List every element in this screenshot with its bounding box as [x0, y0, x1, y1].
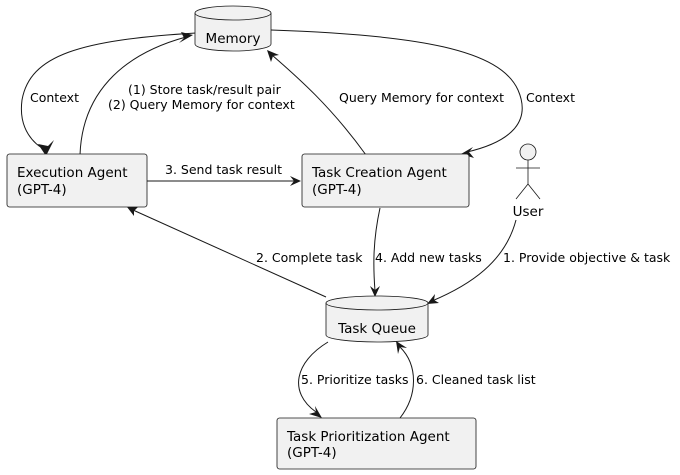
arrowhead-creation-top-right — [461, 147, 474, 158]
edge-label-memory-to-creation: Context — [526, 90, 575, 105]
user-actor-head — [519, 143, 537, 161]
execution-agent-title: Execution Agent — [17, 165, 128, 181]
edge-label-user-to-queue: 1. Provide objective & task — [503, 250, 671, 265]
task-creation-agent-title: Task Creation Agent — [311, 165, 447, 181]
memory-database: Memory — [194, 5, 272, 52]
task-creation-agent-box: Task Creation Agent (GPT-4) — [301, 153, 470, 208]
edge-queue-to-prioritization — [298, 341, 329, 413]
execution-agent-box: Execution Agent (GPT-4) — [6, 153, 148, 208]
arrowhead-queue-bottom — [396, 341, 407, 354]
user-label: User — [513, 204, 544, 220]
arrowhead-queue-top-right — [427, 294, 439, 304]
edge-label-creation-to-memory: Query Memory for context — [339, 90, 504, 105]
edge-label-execution-to-creation: 3. Send task result — [165, 162, 282, 177]
user-actor: User — [513, 143, 544, 220]
task-queue-database: Task Queue — [325, 295, 429, 343]
edge-creation-to-memory — [271, 54, 367, 156]
task-queue-label: Task Queue — [337, 321, 416, 337]
arrowhead-queue-top — [370, 286, 380, 297]
edge-execution-to-memory — [79, 36, 187, 156]
edge-label-creation-to-queue: 4. Add new tasks — [375, 250, 482, 265]
edge-user-to-queue — [431, 219, 517, 302]
arrowhead-creation-left — [290, 176, 301, 186]
edge-label-queue-to-prioritization: 5. Prioritize tasks — [301, 372, 409, 387]
arrowhead-memory-bottom-right — [267, 50, 279, 62]
arrowhead-memory-left — [179, 32, 193, 43]
task-prioritization-agent-model: (GPT-4) — [287, 445, 337, 461]
task-prioritization-agent-title: Task Prioritization Agent — [286, 429, 450, 445]
edge-label-execution-to-memory-line1: (1) Store task/result pair — [128, 82, 282, 97]
edge-label-queue-to-execution: 2. Complete task — [256, 250, 363, 265]
edge-queue-to-execution — [132, 209, 327, 298]
memory-label: Memory — [206, 31, 261, 47]
task-creation-agent-model: (GPT-4) — [312, 182, 362, 198]
edge-label-execution-to-memory-line2: (2) Query Memory for context — [108, 97, 295, 112]
edge-memory-to-creation — [270, 29, 523, 153]
edge-prioritization-to-queue — [399, 346, 414, 419]
arrowhead-prioritization-top — [309, 406, 322, 418]
edge-label-memory-to-execution: Context — [30, 90, 79, 105]
arrowhead-execution-top-left — [38, 140, 54, 156]
edge-label-prioritization-to-queue: 6. Cleaned task list — [416, 372, 536, 387]
arrowhead-execution-bottom — [127, 206, 139, 216]
edge-creation-to-queue — [373, 207, 381, 292]
edge-memory-to-execution — [20, 32, 197, 151]
task-prioritization-agent-box: Task Prioritization Agent (GPT-4) — [276, 417, 477, 470]
execution-agent-model: (GPT-4) — [17, 182, 67, 198]
